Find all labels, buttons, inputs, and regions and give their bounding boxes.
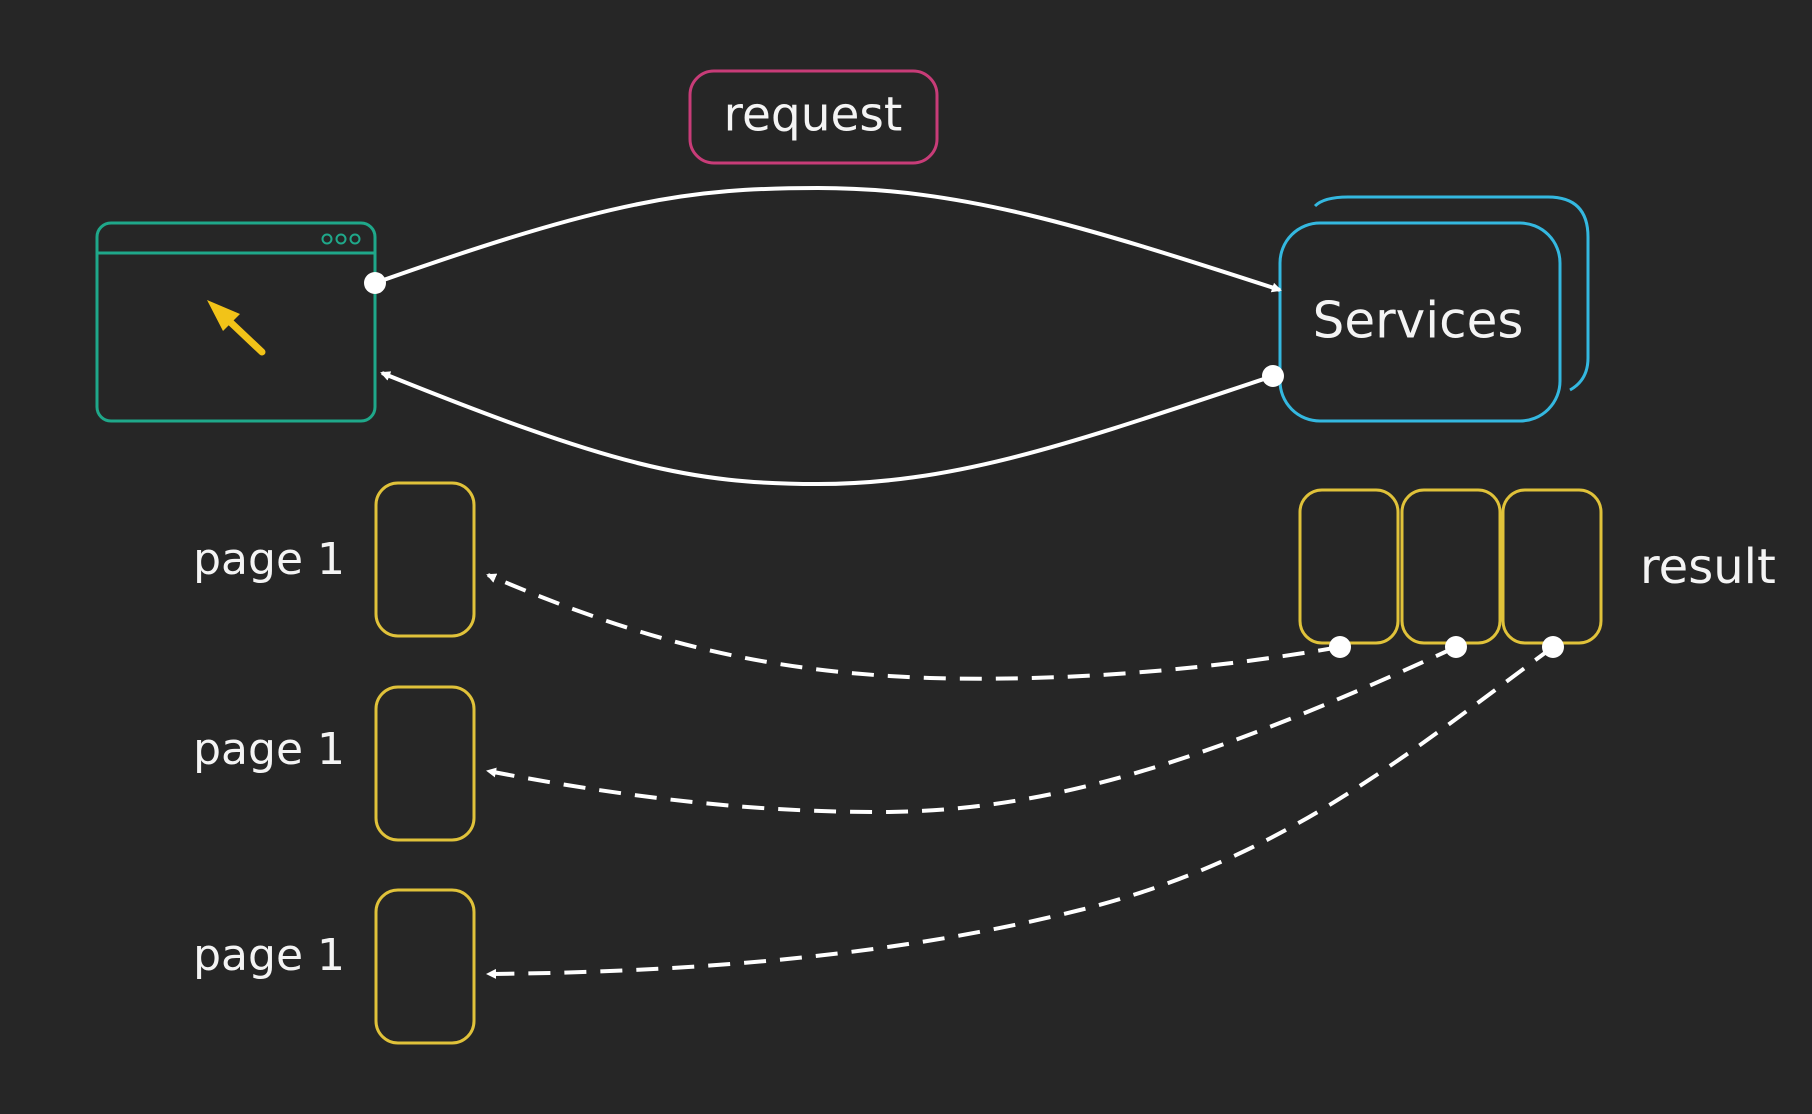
services-box: Services xyxy=(1278,195,1590,423)
page-box xyxy=(374,481,476,638)
services-box-back xyxy=(1313,195,1590,392)
browser-window-frame xyxy=(95,221,377,423)
result-box xyxy=(1400,488,1502,645)
page-label: page 1 xyxy=(193,930,345,981)
page-row-3: page 1 xyxy=(193,888,476,1045)
page-box xyxy=(374,685,476,842)
request-label-box: request xyxy=(688,69,939,165)
result-label: result xyxy=(1640,539,1776,595)
cursor-arrow-icon xyxy=(207,300,266,356)
page-row-1: page 1 xyxy=(193,481,476,638)
result-to-page-3-arrow xyxy=(486,645,1555,979)
request-label: request xyxy=(724,88,903,143)
window-dots-icon xyxy=(321,233,361,245)
result-dot-1 xyxy=(1329,636,1351,658)
browser-window-icon xyxy=(95,221,377,423)
services-label: Services xyxy=(1313,292,1524,350)
result-dot-3 xyxy=(1542,636,1564,658)
result-to-page-2-arrow xyxy=(486,645,1457,815)
page-label: page 1 xyxy=(193,724,345,775)
request-arrow xyxy=(374,185,1282,293)
page-box xyxy=(374,888,476,1045)
result-box xyxy=(1298,488,1400,645)
page-row-2: page 1 xyxy=(193,685,476,842)
result-to-page-1-arrow xyxy=(486,573,1341,681)
response-arrow-start-dot xyxy=(1262,365,1284,387)
result-group: result xyxy=(1298,488,1776,645)
result-box xyxy=(1501,488,1603,645)
page-label: page 1 xyxy=(193,534,345,585)
services-box-front xyxy=(1278,221,1562,423)
response-arrow xyxy=(380,371,1274,487)
request-arrow-start-dot xyxy=(364,272,386,294)
result-dot-2 xyxy=(1445,636,1467,658)
